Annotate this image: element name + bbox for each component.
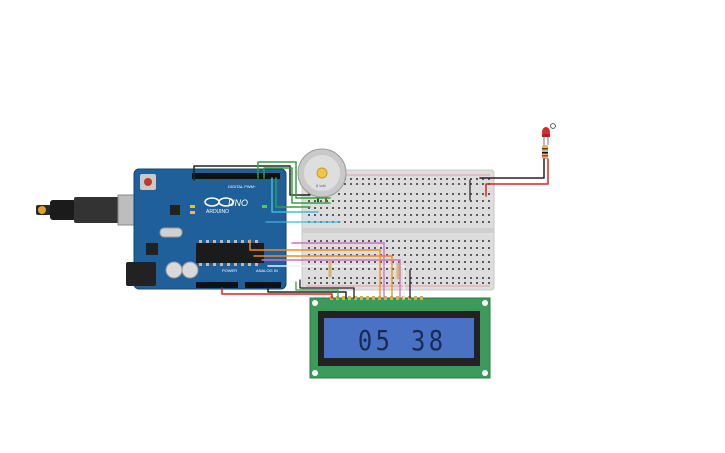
arduino-uno-board[interactable]: UNO ARDUINO DIGITAL PWM~ POWER ANALOG IN [126,168,287,290]
wire-orange-1 [249,239,381,251]
lcd-screen [324,318,474,358]
lcd-16x2[interactable]: 05 38 [309,296,491,379]
motor-label: 6 volt [316,183,326,188]
wire-green-3 [275,177,311,208]
red-led[interactable] [542,123,556,145]
wire-led-black [479,158,545,179]
led-resistor[interactable] [542,145,548,159]
wire-cyan-1 [271,177,319,213]
wire-black-gnd [267,287,347,299]
wire-green-1 [257,161,331,199]
wires[interactable] [193,158,549,299]
analog-header[interactable] [245,282,281,288]
usb-cable[interactable] [36,194,147,226]
dc-motor[interactable]: 6 volt [297,148,347,202]
brand-label: ARDUINO [206,209,229,215]
power-jack[interactable] [126,262,156,286]
atmega-chip [196,243,264,263]
analog-label: ANALOG IN [256,268,278,273]
digital-header[interactable] [192,173,280,179]
power-label: POWER [222,268,237,273]
lcd-line1: 05 38 [358,325,447,357]
power-header[interactable] [196,282,238,288]
wire-red-vcc [221,287,333,299]
digital-label: DIGITAL PWM~ [228,184,257,189]
model-label: UNO [228,198,248,208]
wire-green-2 [263,167,331,204]
wire-led-red [485,158,549,197]
